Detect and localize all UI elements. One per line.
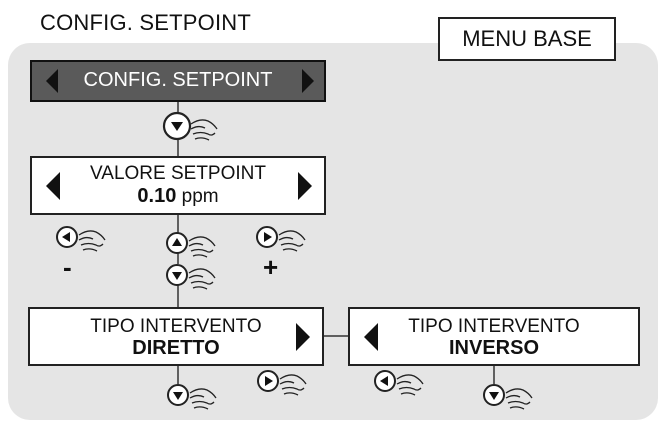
menu-base-label: MENU BASE <box>438 17 616 61</box>
page-title: CONFIG. SETPOINT <box>40 10 251 35</box>
minus-symbol: - <box>63 252 72 282</box>
up-button-icon[interactable] <box>166 232 188 254</box>
menu-bar-label: CONFIG. SETPOINT <box>83 69 273 91</box>
setpoint-unit: ppm <box>181 186 219 207</box>
arrow-right-icon <box>302 69 314 93</box>
plus-symbol: + <box>263 252 279 282</box>
finger-press-icon <box>188 236 216 258</box>
intervention-inverse-value: INVERSO <box>448 337 540 359</box>
setpoint-value-box[interactable]: VALORE SETPOINT 0.10 ppm <box>30 156 326 215</box>
setpoint-label: VALORE SETPOINT <box>90 163 266 184</box>
arrow-left-icon <box>46 172 60 200</box>
arrow-right-icon <box>298 172 312 200</box>
down-button-icon[interactable] <box>162 111 192 141</box>
arrow-left-icon <box>364 323 378 351</box>
down-button-icon[interactable] <box>483 384 505 406</box>
intervention-direct-value: DIRETTO <box>132 337 220 359</box>
finger-press-icon <box>190 119 218 141</box>
down-button-icon[interactable] <box>166 264 188 286</box>
intervention-inverse-box[interactable]: TIPO INTERVENTO INVERSO <box>348 307 640 366</box>
finger-press-icon <box>396 374 424 396</box>
intervention-direct-box[interactable]: TIPO INTERVENTO DIRETTO <box>28 307 324 366</box>
finger-press-icon <box>279 374 307 396</box>
setpoint-value-line: 0.10 ppm <box>32 186 324 207</box>
right-button-icon[interactable] <box>257 370 279 392</box>
intervention-direct-label: TIPO INTERVENTO <box>90 316 262 337</box>
setpoint-value: 0.10 <box>137 185 177 207</box>
right-button-icon[interactable] <box>256 226 278 248</box>
left-button-icon[interactable] <box>374 370 396 392</box>
down-button-icon[interactable] <box>167 384 189 406</box>
arrow-right-icon <box>296 323 310 351</box>
arrow-left-icon <box>46 69 58 93</box>
intervention-inverse-label: TIPO INTERVENTO <box>408 316 580 337</box>
finger-press-icon <box>505 388 533 410</box>
finger-press-icon <box>189 388 217 410</box>
left-button-icon[interactable] <box>56 226 78 248</box>
finger-press-icon <box>188 268 216 290</box>
finger-press-icon <box>278 230 306 252</box>
finger-press-icon <box>78 230 106 252</box>
menu-bar-config-setpoint[interactable]: CONFIG. SETPOINT <box>30 60 326 102</box>
